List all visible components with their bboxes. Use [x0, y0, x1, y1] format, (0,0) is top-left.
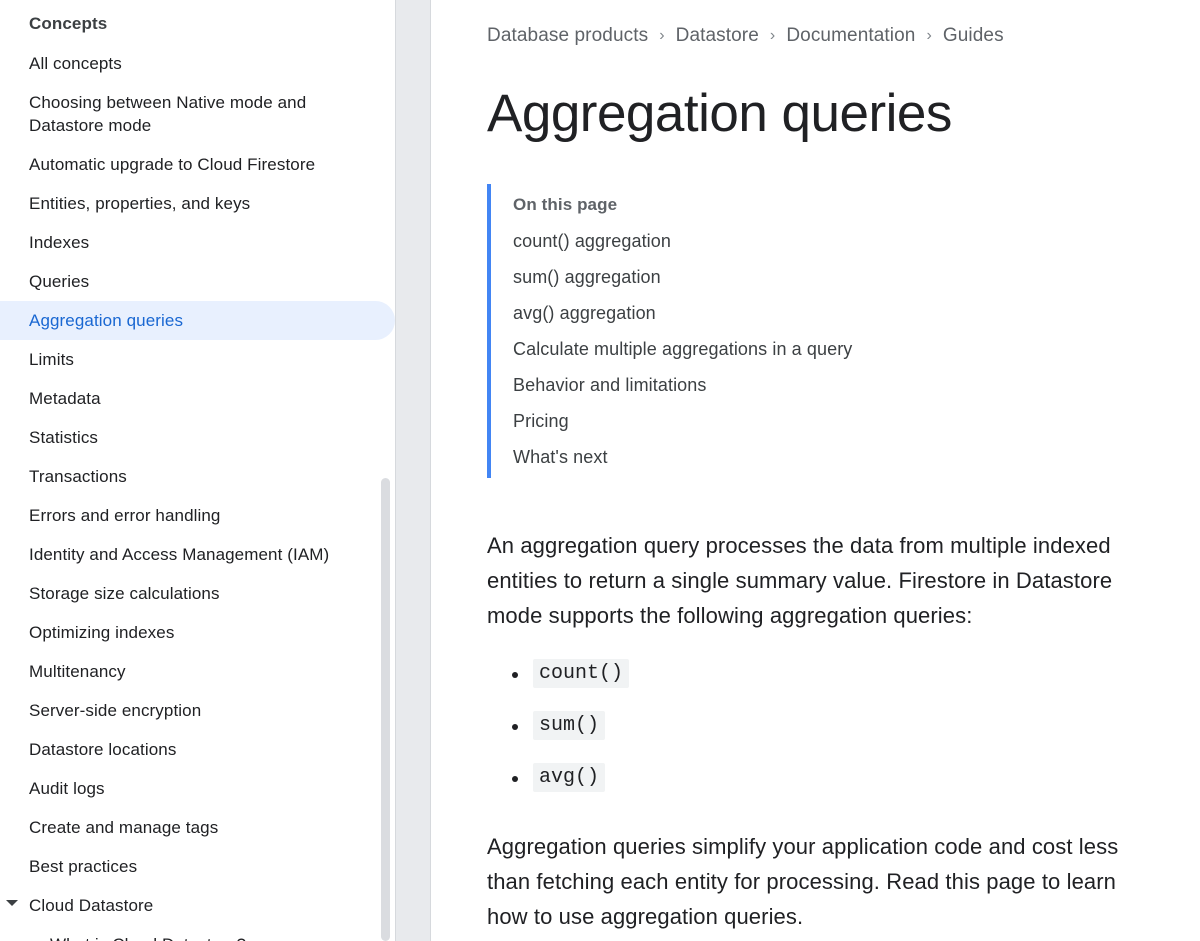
sidebar-item-label: Statistics — [29, 428, 99, 447]
breadcrumb-item-documentation[interactable]: Documentation — [786, 25, 916, 46]
sidebar-item-all-concepts[interactable]: All concepts — [0, 44, 395, 83]
sidebar-item-label: Create and manage tags — [29, 818, 219, 837]
sidebar-item-automatic-upgrade-to-cloud-firestore[interactable]: Automatic upgrade to Cloud Firestore — [0, 145, 395, 184]
on-this-page-link[interactable]: What's next — [513, 446, 608, 467]
list-item: count() — [512, 658, 1160, 689]
sidebar-item-multitenancy[interactable]: Multitenancy — [0, 652, 395, 691]
on-this-page-link[interactable]: Behavior and limitations — [513, 374, 707, 395]
sidebar-item-cloud-datastore[interactable]: Cloud Datastore — [0, 886, 395, 925]
on-this-page-title: On this page — [513, 194, 618, 214]
sidebar-item-label: Storage size calculations — [29, 584, 220, 603]
breadcrumb-separator-icon: › — [769, 27, 776, 44]
breadcrumb-separator-icon: › — [926, 27, 932, 44]
breadcrumb-separator-icon: › — [659, 27, 665, 44]
sidebar-item-label: Errors and error handling — [29, 506, 221, 525]
breadcrumb-item-guides[interactable]: Guides — [942, 25, 1004, 46]
sidebar-item-label: Indexes — [29, 233, 90, 252]
on-this-page-link[interactable]: avg() aggregation — [513, 302, 656, 323]
sidebar-item-statistics[interactable]: Statistics — [0, 418, 395, 457]
on-this-page-link[interactable]: sum() aggregation — [513, 266, 661, 287]
sidebar-item-label: Transactions — [29, 467, 127, 486]
sidebar-item-indexes[interactable]: Indexes — [0, 223, 395, 262]
sidebar-item-label: What is Cloud Datastore? — [50, 933, 246, 941]
sidebar-item-what-is-cloud-datastore[interactable]: What is Cloud Datastore? — [0, 925, 395, 941]
intro-paragraph: An aggregation query processes the data … — [487, 532, 1113, 628]
sidebar-item-label: Optimizing indexes — [29, 623, 175, 642]
aggregation-function-list: count() sum() avg() — [487, 658, 1160, 793]
sidebar-item-label: Limits — [29, 350, 74, 369]
sidebar-item-errors-and-error-handling[interactable]: Errors and error handling — [0, 496, 395, 535]
sidebar-item-limits[interactable]: Limits — [0, 340, 395, 379]
list-item: avg() — [512, 762, 1160, 793]
sidebar-item-label: Automatic upgrade to Cloud Firestore — [29, 155, 316, 174]
sidebar-item-queries[interactable]: Queries — [0, 262, 395, 301]
sidebar-item-label: Identity and Access Management (IAM) — [29, 545, 330, 564]
list-item: sum() — [512, 710, 1160, 741]
page-title: Aggregation queries — [487, 84, 952, 143]
triangle-down-icon[interactable] — [6, 900, 18, 906]
sidebar-item-metadata[interactable]: Metadata — [0, 379, 395, 418]
sidebar-item-choosing-between-native-mode-and-datastore-mode[interactable]: Choosing between Native mode and Datasto… — [0, 83, 395, 145]
sidebar-item-label: Server-side encryption — [29, 701, 202, 720]
page-scrollbar-track[interactable] — [395, 0, 431, 941]
sidebar-item-entities-properties-and-keys[interactable]: Entities, properties, and keys — [0, 184, 395, 223]
on-this-page-link[interactable]: count() aggregation — [513, 230, 672, 251]
sidebar-item-aggregation-queries[interactable]: Aggregation queries — [0, 301, 395, 340]
on-this-page-link-list: count() aggregation sum() aggregation avg(… — [513, 223, 1087, 475]
sidebar-section-header: Concepts — [29, 14, 108, 33]
summary-paragraph: Aggregation queries simplify your applic… — [487, 833, 1119, 929]
sidebar-item-label: Cloud Datastore — [29, 896, 154, 915]
sidebar-item-storage-size-calculations[interactable]: Storage size calculations — [0, 574, 395, 613]
on-this-page-link[interactable]: Calculate multiple aggregations in a que… — [513, 338, 853, 359]
code-chip: count() — [533, 658, 630, 688]
sidebar-item-identity-and-access-management-iam[interactable]: Identity and Access Management (IAM) — [0, 535, 395, 574]
sidebar-item-best-practices[interactable]: Best practices — [0, 847, 395, 886]
on-this-page-link[interactable]: Pricing — [513, 410, 569, 431]
sidebar-item-datastore-locations[interactable]: Datastore locations — [0, 730, 395, 769]
code-chip: sum() — [533, 710, 606, 740]
sidebar-item-label: All concepts — [29, 54, 122, 73]
sidebar-item-label: Datastore locations — [29, 740, 177, 759]
breadcrumb-item-database-products[interactable]: Database products — [487, 25, 649, 46]
sidebar-item-transactions[interactable]: Transactions — [0, 457, 395, 496]
sidebar-item-label: Metadata — [29, 389, 101, 408]
sidebar-item-server-side-encryption[interactable]: Server-side encryption — [0, 691, 395, 730]
sidebar-item-label: Aggregation queries — [29, 311, 184, 330]
sidebar-item-audit-logs[interactable]: Audit logs — [0, 769, 395, 808]
sidebar-item-label: Best practices — [29, 857, 138, 876]
sidebar-item-label: Queries — [29, 272, 90, 291]
breadcrumb: Database products › Datastore › Documentatio… — [487, 22, 1160, 50]
on-this-page-panel: On this page count() aggregation sum() ag… — [487, 183, 1087, 478]
sidebar-item-label: Multitenancy — [29, 662, 126, 681]
sidebar-item-optimizing-indexes[interactable]: Optimizing indexes — [0, 613, 395, 652]
sidebar-item-label: Audit logs — [29, 779, 105, 798]
sidebar-item-label: Entities, properties, and keys — [29, 194, 251, 213]
breadcrumb-item-datastore[interactable]: Datastore — [675, 25, 759, 46]
sidebar-item-create-and-manage-tags[interactable]: Create and manage tags — [0, 808, 395, 847]
main-content: Database products › Datastore › Documentatio… — [431, 0, 1200, 941]
code-chip: avg() — [533, 762, 606, 792]
sidebar-item-label: Choosing between Native mode and Datasto… — [29, 93, 307, 135]
sidebar-scrollbar-thumb[interactable] — [381, 478, 390, 941]
